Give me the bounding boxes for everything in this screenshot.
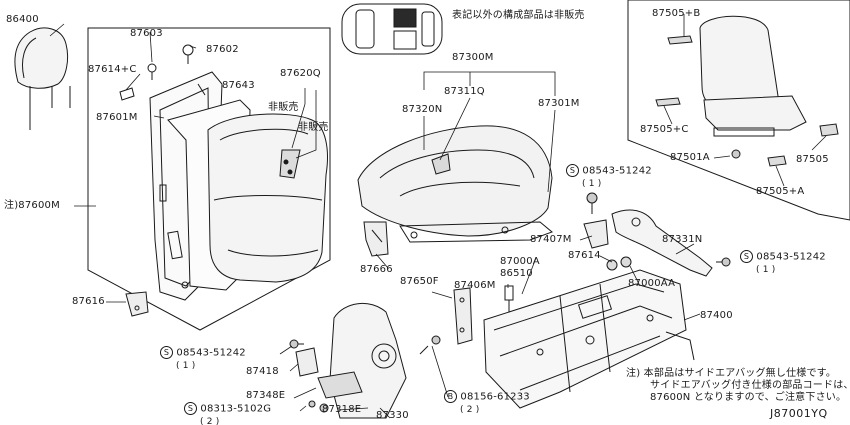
seatback-group-outline [87,27,331,331]
screw-code-bottom: 08313-5102G [200,403,272,415]
s-circle-icon: S [740,250,753,263]
label-87330: 87330 [376,410,409,421]
label-87505a: 87505+A [756,186,805,197]
bracket-87407m-drawing [583,219,609,249]
cushion-clip-drawing [363,221,389,257]
label-87614c: 87614+C [88,64,137,75]
bolt-87614-drawing [606,256,632,271]
screw-qty-bottom: ( 2 ) [200,416,220,425]
label-86400: 86400 [6,14,39,25]
footnote-line-2: サイドエアバッグ付き仕様の部品コードは、 [650,380,850,391]
s-circle-icon: S [184,402,197,415]
label-87616: 87616 [72,296,105,307]
label-87311q: 87311Q [444,86,485,97]
label-87650f: 87650F [400,276,439,287]
label-87407m: 87407M [530,234,572,245]
headrest-drawing [14,27,71,130]
bolt-code: 08156-61233 [460,391,530,403]
bolt-qty: ( 2 ) [460,404,480,415]
label-87600m: 注)87600M [4,200,60,211]
label-87418: 87418 [246,366,279,377]
diagram-code: J87001YQ [770,407,828,420]
footnote-line-3: 87600N となりますので、ご注意下さい。 [650,392,847,403]
bolt-08156-drawing [419,335,441,355]
s-circle-icon: S [160,346,173,359]
screw-code-left: 08543-51242 [176,347,246,359]
label-87620q: 87620Q [280,68,321,79]
misc-leaders [49,14,827,419]
car-location-icon [341,3,443,55]
label-87505: 87505 [796,154,829,165]
label-87601m: 87601M [96,112,138,123]
label-87666: 87666 [360,264,393,275]
label-87400: 87400 [700,310,733,321]
bolt-86510-drawing [504,285,514,312]
s-circle-icon: S [566,164,579,177]
screw-code-center: 08543-51242 [582,165,652,177]
label-87602: 87602 [206,44,239,55]
label-87505c: 87505+C [640,124,689,135]
screw-87318e-drawing [319,403,329,413]
b-circle-icon: B [444,390,457,403]
cushion-leaders [291,71,556,193]
bolt-callout: B 08156-61233 ( 2 ) [444,390,530,416]
frame-87331n-drawing [611,209,713,277]
screw-callout-right: S 08543-51242 ( 1 ) [740,250,826,276]
label-87614: 87614 [568,250,601,261]
screw-center-drawing [586,192,598,214]
lever-87348e-drawing [317,371,363,399]
bracket-87406m-drawing [453,287,473,345]
not-sold-label-1: 非販売 [268,102,299,113]
footnote-line-1: 注) 本部品はサイドエアバッグ無し仕様です。 [626,368,837,379]
screw-code-right: 08543-51242 [756,251,826,263]
screw-qty-right: ( 1 ) [756,264,776,275]
label-87348e: 87348E [246,390,286,401]
label-87301m: 87301M [538,98,580,109]
label-87603: 87603 [130,28,163,39]
knob-87418-drawing [295,347,319,377]
screw-qty-left: ( 1 ) [176,360,196,371]
screw-callout-center: S 08543-51242 ( 1 ) [566,164,652,190]
screw-callout-left: S 08543-51242 ( 1 ) [160,346,246,372]
label-87000aa: 87000AA [628,278,676,289]
screw-left-drawing [289,339,304,349]
screw-right-drawing [716,257,731,267]
inset-seat-drawing [655,15,839,167]
label-86510: 86510 [500,268,533,279]
label-87406m: 87406M [454,280,496,291]
seat-slide-frame-drawing [483,269,695,409]
not-sold-label-2: 非販売 [298,122,329,133]
label-87643: 87643 [222,80,255,91]
screw-qty-center: ( 1 ) [582,178,602,189]
not-sold-note: 表記以外の構成部品は非販売 [452,10,585,21]
side-finisher-drawing [329,302,407,419]
label-87505b: 87505+B [652,8,701,19]
label-87318e: 87318E [322,404,362,415]
seat-cushion-drawing [357,125,553,243]
label-87000a: 87000A [500,256,540,267]
cover-bracket-drawing [125,291,149,317]
label-87501a: 87501A [670,152,710,163]
seatback-cover-drawing [207,113,328,283]
label-87300m: 87300M [452,52,494,63]
label-87331n: 87331N [662,234,703,245]
inset-box-outline [627,0,850,221]
screw-08313-drawing [308,400,316,408]
label-87320n: 87320N [402,104,443,115]
screw-callout-bottom: S 08313-5102G ( 2 ) [184,402,271,425]
